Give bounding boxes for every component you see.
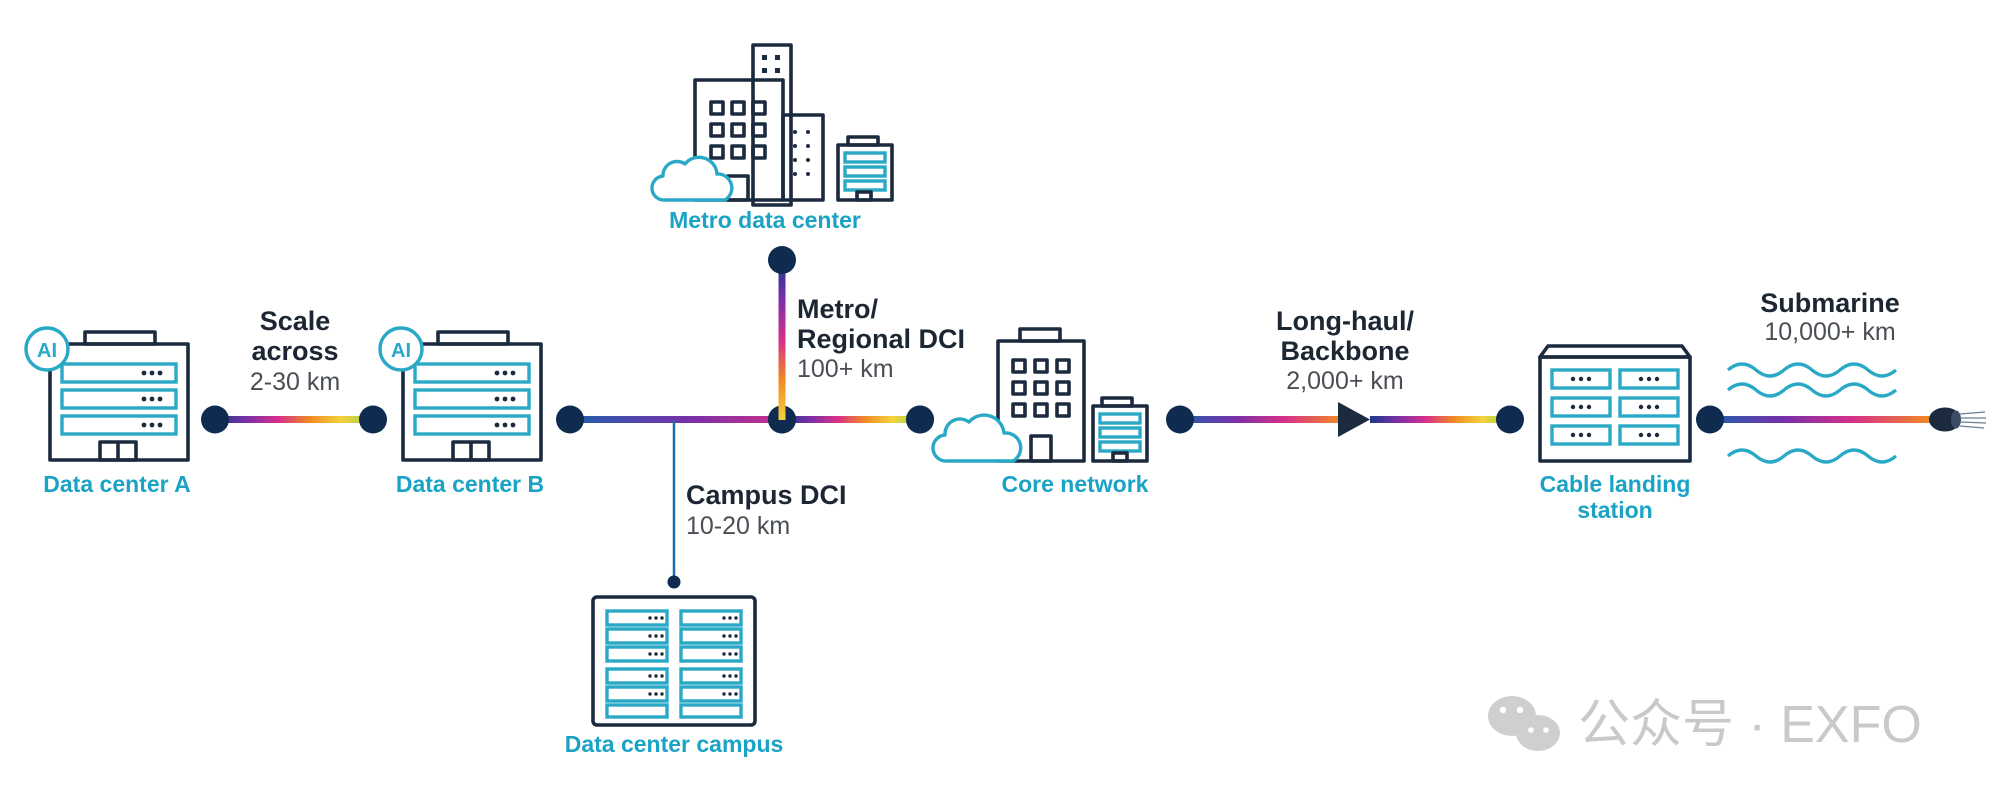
node-dot xyxy=(556,405,584,434)
data-center-a-icon: AI xyxy=(24,326,190,462)
ai-badge-text: AI xyxy=(391,340,411,362)
cloud-icon xyxy=(650,155,734,202)
ai-badge-text: AI xyxy=(37,340,57,362)
metro-data-center-label: Metro data center xyxy=(669,207,861,233)
cloud-icon xyxy=(931,413,1023,463)
cable-landing-label-1: Cable landing xyxy=(1540,471,1691,497)
long-haul-title-1: Long-haul/ xyxy=(1276,306,1414,336)
scale-across-title-2: across xyxy=(251,336,338,366)
data-center-a-label: Data center A xyxy=(43,471,190,497)
data-center-b-icon: AI xyxy=(378,326,543,462)
link-long-haul xyxy=(1166,402,1524,437)
node-dot xyxy=(201,405,229,434)
link-scale-across xyxy=(201,405,387,434)
campus-dci-distance: 10-20 km xyxy=(686,512,790,540)
link-submarine xyxy=(1696,362,1987,464)
wechat-icon xyxy=(1488,696,1560,751)
long-haul-title-2: Backbone xyxy=(1280,336,1409,366)
submarine-title: Submarine xyxy=(1760,288,1900,318)
scale-across-distance: 2-30 km xyxy=(250,368,340,396)
node-dot xyxy=(1496,405,1524,434)
data-center-campus-label: Data center campus xyxy=(565,731,784,757)
cable-landing-station-icon xyxy=(1538,344,1692,463)
metro-dci-distance: 100+ km xyxy=(797,355,894,383)
link-metro-vertical xyxy=(768,246,796,420)
metro-dci-title-2: Regional DCI xyxy=(797,324,965,354)
long-haul-distance: 2,000+ km xyxy=(1286,367,1403,395)
node-dot xyxy=(1166,405,1194,434)
metro-data-center-icon xyxy=(650,43,894,207)
submarine-distance: 10,000+ km xyxy=(1764,318,1895,346)
core-network-label: Core network xyxy=(1002,471,1149,497)
metro-dci-title-1: Metro/ xyxy=(797,294,878,324)
node-dot xyxy=(1696,405,1724,434)
node-dot xyxy=(359,405,387,434)
link-campus-metro-trunk xyxy=(556,405,934,434)
waves-icon xyxy=(1726,362,1898,464)
watermark-text: 公众号 · EXFO xyxy=(1578,696,1922,754)
node-dot xyxy=(667,575,681,589)
scale-across-title-1: Scale xyxy=(260,306,331,336)
watermark: 公众号 · EXFO xyxy=(1488,696,1922,754)
node-dot xyxy=(768,246,796,274)
ai-badge-icon xyxy=(378,326,424,372)
data-center-campus-icon xyxy=(591,595,757,727)
cable-landing-label-2: station xyxy=(1577,497,1652,523)
link-campus-drop xyxy=(667,420,681,589)
core-network-icon xyxy=(931,327,1149,463)
campus-dci-title: Campus DCI xyxy=(686,480,847,510)
ai-badge-icon xyxy=(24,326,70,372)
cable-end-icon xyxy=(1929,407,1987,432)
amplifier-icon xyxy=(1338,402,1370,437)
data-center-b-label: Data center B xyxy=(396,471,544,497)
